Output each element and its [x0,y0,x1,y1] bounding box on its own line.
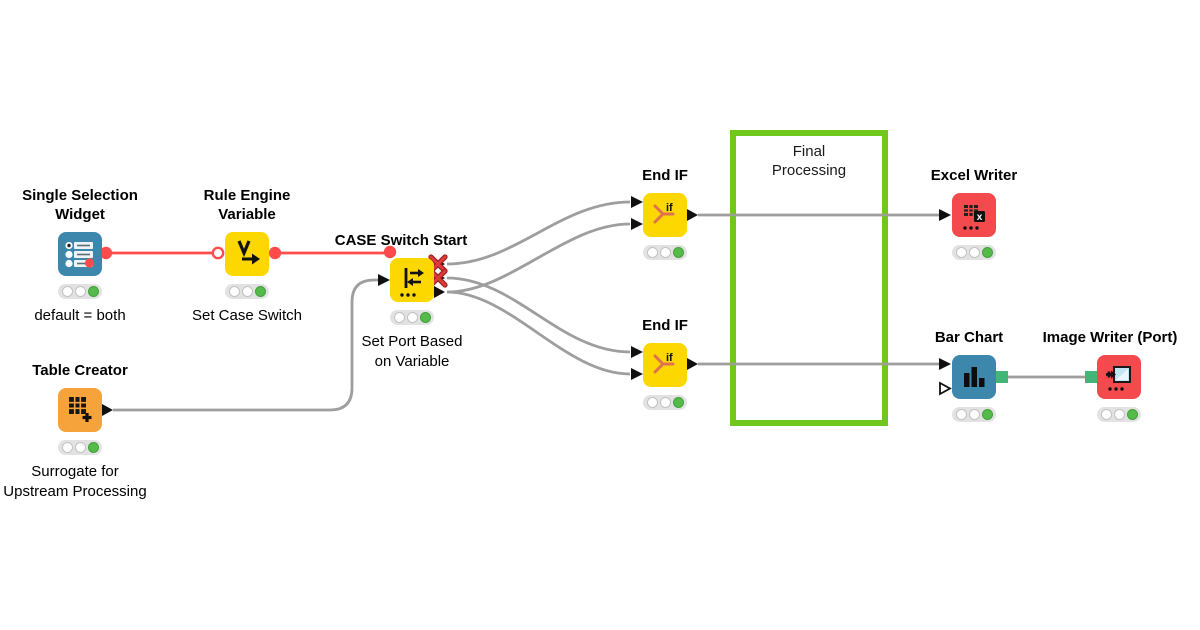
node-rule-engine-variable[interactable]: Rule Engine Variable Set Case Switch [192,187,302,324]
table-input-port[interactable] [631,196,643,208]
table-input-port[interactable] [939,358,951,370]
table-plus-icon [69,397,92,422]
node-title: End IF [642,167,688,184]
node-case-switch-start[interactable]: CASE Switch Start Set Port Based on Vari… [335,232,468,370]
node-title: Bar Chart [934,329,1004,346]
image-plus-icon [1106,366,1131,391]
merge-if-icon: if [653,202,675,224]
data-connection [446,222,631,294]
radio-list-widget-icon [65,241,95,268]
image-input-port[interactable] [1085,371,1097,383]
data-connection [446,276,631,354]
image-output-port[interactable] [996,371,1008,383]
table-output-port[interactable] [102,404,113,416]
workflow-annotation-final-processing[interactable]: Final Processing [730,130,888,426]
svg-text:if: if [666,352,673,364]
flow-variable-output-port[interactable] [268,246,282,260]
node-title: End IF [642,317,688,334]
table-input-port[interactable] [631,368,643,380]
node-status-traffic-light [58,284,102,299]
table-input-port[interactable] [631,346,643,358]
table-input-port[interactable] [631,218,643,230]
node-end-if-bottom[interactable]: End IF if [642,317,688,410]
node-title: Single Selection Widget [22,187,138,223]
node-title: Table Creator [32,362,128,379]
node-image-writer-port[interactable]: Image Writer (Port) [1043,329,1177,422]
excel-x-icon: x [963,205,985,230]
annotation-title: Final Processing [771,143,847,179]
node-status-traffic-light [952,407,996,422]
table-input-port[interactable] [939,209,951,221]
flow-variable-input-port[interactable] [211,246,225,260]
node-status-traffic-light [1097,407,1141,422]
table-input-port[interactable] [378,274,390,286]
node-status-traffic-light [58,440,102,455]
merge-if-icon: if [653,352,675,374]
node-status-traffic-light [643,245,687,260]
node-status-traffic-light [390,310,434,325]
node-comment: Set Port Based on Variable [361,333,463,370]
node-title: Image Writer (Port) [1042,329,1178,346]
node-title: CASE Switch Start [334,232,468,249]
node-comment: Set Case Switch [191,307,303,324]
optional-input-port[interactable] [939,381,952,396]
node-title: Excel Writer [930,167,1018,184]
node-comment: Surrogate for Upstream Processing [3,463,147,500]
flow-variable-output-port[interactable] [99,246,113,260]
node-status-traffic-light [225,284,269,299]
svg-text:x: x [977,212,983,223]
data-connection [446,200,631,266]
node-end-if-top[interactable]: End IF if [642,167,688,260]
table-output-port[interactable] [687,358,698,370]
switch-output-port-2[interactable] [434,286,445,298]
node-status-traffic-light [952,245,996,260]
node-comment: default = both [34,307,126,324]
table-output-port[interactable] [687,209,698,221]
case-switch-icon [400,268,424,297]
node-bar-chart[interactable]: Bar Chart [935,329,1003,422]
variable-arrow-icon [237,240,260,265]
svg-text:if: if [666,202,673,214]
node-table-creator[interactable]: Table Creator Surrogate for Upstream Pro… [3,362,146,500]
data-connection [113,278,379,412]
node-title: Rule Engine Variable [203,187,291,223]
flow-variable-input-port[interactable] [383,245,397,259]
node-excel-writer[interactable]: Excel Writer x [931,167,1017,260]
node-status-traffic-light [643,395,687,410]
data-connection [446,290,631,376]
bar-chart-icon [964,367,985,387]
node-single-selection-widget[interactable]: Single Selection Widget default = both [22,187,138,324]
